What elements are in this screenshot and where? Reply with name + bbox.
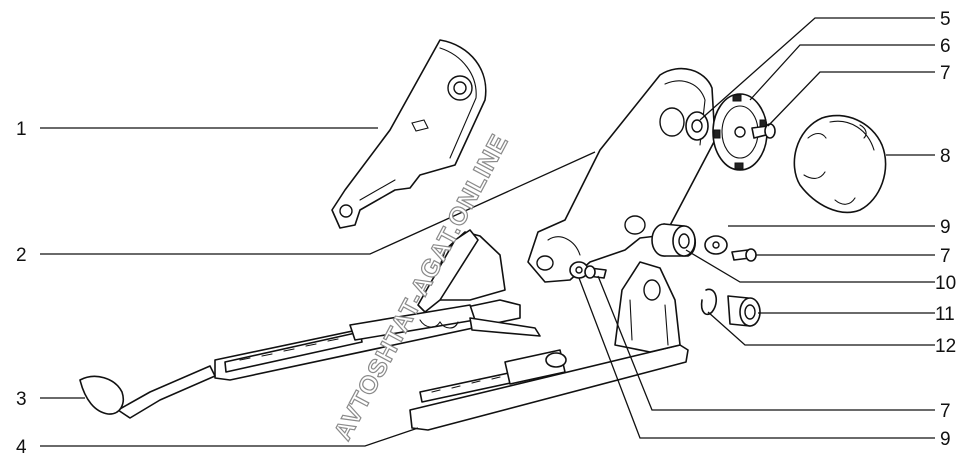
callout-12: 12 — [935, 336, 956, 357]
part-bushing — [651, 223, 696, 257]
callout-5: 5 — [940, 9, 951, 30]
part-left-seat-rail — [79, 229, 541, 419]
callout-labels: 1 2 3 4 5 6 7 8 9 7 10 11 12 7 9 — [16, 9, 956, 458]
callout-7-right: 7 — [940, 246, 951, 267]
part-screw-upper — [751, 123, 776, 139]
callout-8: 8 — [940, 146, 951, 167]
callout-7-bottom: 7 — [940, 401, 951, 422]
part-spacer — [727, 295, 761, 327]
callout-7-top: 7 — [940, 63, 951, 84]
callout-1: 1 — [16, 119, 27, 140]
part-circlip — [700, 288, 718, 316]
callout-9-right: 9 — [940, 217, 951, 238]
callout-11: 11 — [935, 304, 955, 325]
part-right-seat-rail — [409, 261, 689, 431]
part-notched-disc — [712, 93, 768, 171]
part-knob — [793, 114, 887, 214]
part-hinge-cover — [331, 39, 487, 229]
callout-10: 10 — [935, 273, 956, 294]
callout-3: 3 — [16, 389, 27, 410]
callout-4: 4 — [16, 437, 27, 458]
callout-6: 6 — [940, 36, 951, 57]
leader-lines — [40, 17, 935, 447]
callout-2: 2 — [16, 245, 27, 266]
part-washer-5 — [685, 111, 709, 141]
part-screw-center — [584, 265, 607, 279]
part-washer-9-right — [704, 235, 728, 255]
callout-9-bottom: 9 — [940, 429, 951, 450]
part-screw-right — [731, 248, 757, 262]
